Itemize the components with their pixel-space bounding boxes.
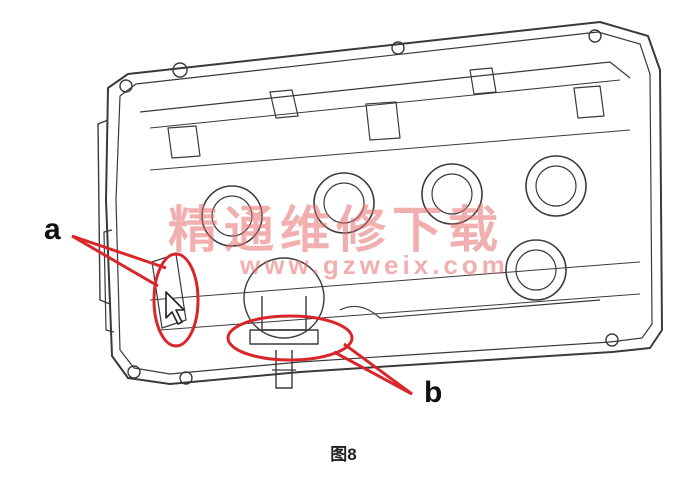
- watermark-url: www.gzweix.com: [240, 250, 509, 280]
- leader-b-line-2: [343, 342, 413, 396]
- highlight-b-ellipse: [226, 314, 354, 362]
- highlight-a-ellipse: [152, 252, 200, 348]
- label-a: a: [44, 213, 61, 246]
- watermark-text: 精通维修下载: [168, 200, 504, 259]
- leader-a-line-2: [71, 234, 159, 288]
- label-b: b: [424, 376, 443, 409]
- figure-caption: 图8: [330, 445, 357, 464]
- leader-a-line-1: [71, 234, 167, 270]
- cursor-arrow-icon: [165, 291, 185, 325]
- leader-b-line-1: [333, 350, 413, 396]
